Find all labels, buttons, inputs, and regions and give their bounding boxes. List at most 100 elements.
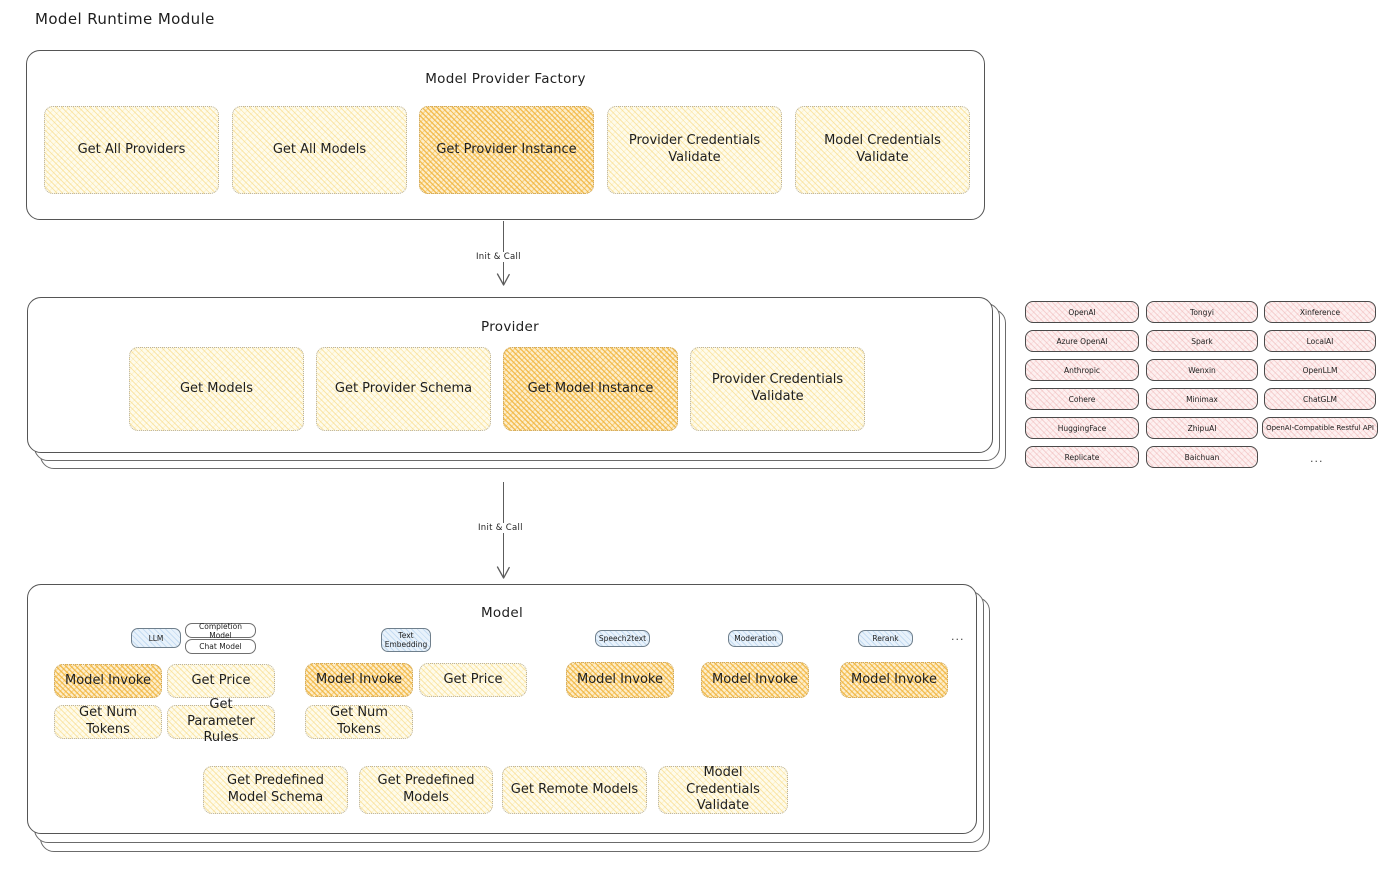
model-type-tag-rerank[interactable]: Rerank <box>858 630 913 647</box>
text-embedding-method-get-num-tokens[interactable]: Get Num Tokens <box>305 705 413 739</box>
method-label: Model Credentials Validate <box>686 765 760 814</box>
model-common-method-get-predefined-model-schema[interactable]: Get Predefined Model Schema <box>203 766 348 814</box>
factory-node-label: Get All Providers <box>77 141 186 157</box>
arrow-label-init-and-call-1: Init & Call <box>472 252 525 262</box>
llm-method-get-parameter-rules[interactable]: Get Parameter Rules <box>167 697 275 745</box>
provider-node-get-provider-schema[interactable]: Get Provider Schema <box>316 347 491 431</box>
provider-chip-zhipuai[interactable]: ZhipuAI <box>1146 417 1258 439</box>
provider-node-get-models[interactable]: Get Models <box>129 347 304 431</box>
model-subtag-completion-model[interactable]: Completion Model <box>185 621 256 640</box>
provider-node-label: Get Models <box>179 380 254 396</box>
method-label: Get Price <box>191 672 251 688</box>
method-label: Get Predefined Model Schema <box>227 773 324 805</box>
method-label: Get Remote Models <box>510 781 639 797</box>
method-label: Model Invoke <box>851 671 937 687</box>
factory-node-get-all-models[interactable]: Get All Models <box>232 106 407 194</box>
provider-node-label: Get Provider Schema <box>334 380 473 396</box>
factory-node-label: Model Credentials Validate <box>824 133 941 165</box>
model-type-tag-speech2text[interactable]: Speech2text <box>595 630 650 647</box>
provider-chip-label: OpenAI <box>1068 307 1096 317</box>
provider-chip-label: Wenxin <box>1188 365 1216 375</box>
factory-node-get-all-providers[interactable]: Get All Providers <box>44 106 219 194</box>
llm-method-get-price[interactable]: Get Price <box>167 664 275 698</box>
moderation-method-model-invoke[interactable]: Model Invoke <box>701 662 809 698</box>
factory-node-label: Provider Credentials Validate <box>628 133 761 165</box>
model-common-method-get-remote-models[interactable]: Get Remote Models <box>502 766 647 814</box>
method-label: Get Num Tokens <box>330 705 388 737</box>
model-type-label: Text Embedding <box>384 631 428 649</box>
provider-chip-label: ZhipuAI <box>1187 423 1217 433</box>
model-subtag-label: Completion Model <box>199 621 242 640</box>
method-label: Get Parameter Rules <box>187 697 255 746</box>
provider-chip-chatglm[interactable]: ChatGLM <box>1264 388 1376 410</box>
llm-method-model-invoke[interactable]: Model Invoke <box>54 664 162 698</box>
provider-chip-label: OpenAI-Compatible Restful API <box>1266 424 1374 432</box>
provider-node-provider-credentials-validate[interactable]: Provider Credentials Validate <box>690 347 865 431</box>
provider-node-label: Get Model Instance <box>527 380 654 396</box>
text-embedding-method-get-price[interactable]: Get Price <box>419 663 527 697</box>
model-type-label: Rerank <box>872 634 899 643</box>
model-type-tag-moderation[interactable]: Moderation <box>728 630 783 647</box>
model-type-label: LLM <box>148 633 164 643</box>
provider-chip-huggingface[interactable]: HuggingFace <box>1025 417 1139 439</box>
factory-node-model-credentials-validate[interactable]: Model Credentials Validate <box>795 106 970 194</box>
page-title: Model Runtime Module <box>35 10 215 28</box>
provider-list-more-ellipsis: ... <box>1310 452 1324 465</box>
provider-chip-label: LocalAI <box>1306 336 1334 346</box>
arrow-provider-to-model-head <box>496 566 510 579</box>
method-label: Get Price <box>443 671 503 687</box>
model-subtag-label: Chat Model <box>199 642 242 651</box>
provider-chip-label: Xinference <box>1299 307 1341 317</box>
model-type-tag-llm[interactable]: LLM <box>131 628 181 648</box>
model-common-method-get-predefined-models[interactable]: Get Predefined Models <box>359 766 493 814</box>
provider-chip-anthropic[interactable]: Anthropic <box>1025 359 1139 381</box>
provider-chip-label: Minimax <box>1186 394 1218 404</box>
provider-node-label: Provider Credentials Validate <box>711 372 844 404</box>
provider-chip-xinference[interactable]: Xinference <box>1264 301 1376 323</box>
provider-chip-label: Replicate <box>1064 452 1100 462</box>
arrow-factory-to-provider-head <box>496 273 510 286</box>
provider-chip-label: ChatGLM <box>1303 394 1337 404</box>
rerank-method-model-invoke[interactable]: Model Invoke <box>840 662 948 698</box>
provider-chip-wenxin[interactable]: Wenxin <box>1146 359 1258 381</box>
provider-chip-label: HuggingFace <box>1057 423 1107 433</box>
provider-chip-label: Spark <box>1191 336 1213 346</box>
provider-chip-openai-compatible-restful-api[interactable]: OpenAI-Compatible Restful API <box>1262 417 1378 439</box>
factory-node-provider-credentials-validate[interactable]: Provider Credentials Validate <box>607 106 782 194</box>
model-types-more-ellipsis: ... <box>951 630 965 643</box>
model-provider-factory-title: Model Provider Factory <box>425 71 586 87</box>
provider-chip-openllm[interactable]: OpenLLM <box>1264 359 1376 381</box>
factory-node-get-provider-instance[interactable]: Get Provider Instance <box>419 106 594 194</box>
provider-chip-minimax[interactable]: Minimax <box>1146 388 1258 410</box>
llm-method-get-num-tokens[interactable]: Get Num Tokens <box>54 705 162 739</box>
method-label: Get Predefined Models <box>377 773 475 805</box>
speech2text-method-model-invoke[interactable]: Model Invoke <box>566 662 674 698</box>
method-label: Get Num Tokens <box>79 705 137 737</box>
factory-node-label: Get Provider Instance <box>436 141 577 157</box>
model-common-method-model-credentials-validate[interactable]: Model Credentials Validate <box>658 765 788 814</box>
provider-chip-tongyi[interactable]: Tongyi <box>1146 301 1258 323</box>
method-label: Model Invoke <box>712 671 798 687</box>
provider-chip-spark[interactable]: Spark <box>1146 330 1258 352</box>
method-label: Model Invoke <box>65 672 151 688</box>
factory-node-label: Get All Models <box>272 141 367 157</box>
provider-chip-baichuan[interactable]: Baichuan <box>1146 446 1258 468</box>
model-subtag-chat-model[interactable]: Chat Model <box>185 639 256 654</box>
provider-chip-label: Cohere <box>1068 394 1096 404</box>
provider-chip-replicate[interactable]: Replicate <box>1025 446 1139 468</box>
provider-title: Provider <box>481 319 539 335</box>
model-type-label: Speech2text <box>598 634 647 643</box>
method-label: Model Invoke <box>577 671 663 687</box>
provider-chip-azure-openai[interactable]: Azure OpenAI <box>1025 330 1139 352</box>
model-type-tag-text-embedding[interactable]: Text Embedding <box>381 628 431 652</box>
provider-chip-localai[interactable]: LocalAI <box>1264 330 1376 352</box>
model-title: Model <box>480 605 524 621</box>
provider-node-get-model-instance[interactable]: Get Model Instance <box>503 347 678 431</box>
text-embedding-method-model-invoke[interactable]: Model Invoke <box>305 663 413 697</box>
provider-chip-cohere[interactable]: Cohere <box>1025 388 1139 410</box>
provider-chip-label: OpenLLM <box>1302 365 1338 375</box>
model-type-label: Moderation <box>734 634 777 643</box>
method-label: Model Invoke <box>316 671 402 687</box>
provider-chip-openai[interactable]: OpenAI <box>1025 301 1139 323</box>
